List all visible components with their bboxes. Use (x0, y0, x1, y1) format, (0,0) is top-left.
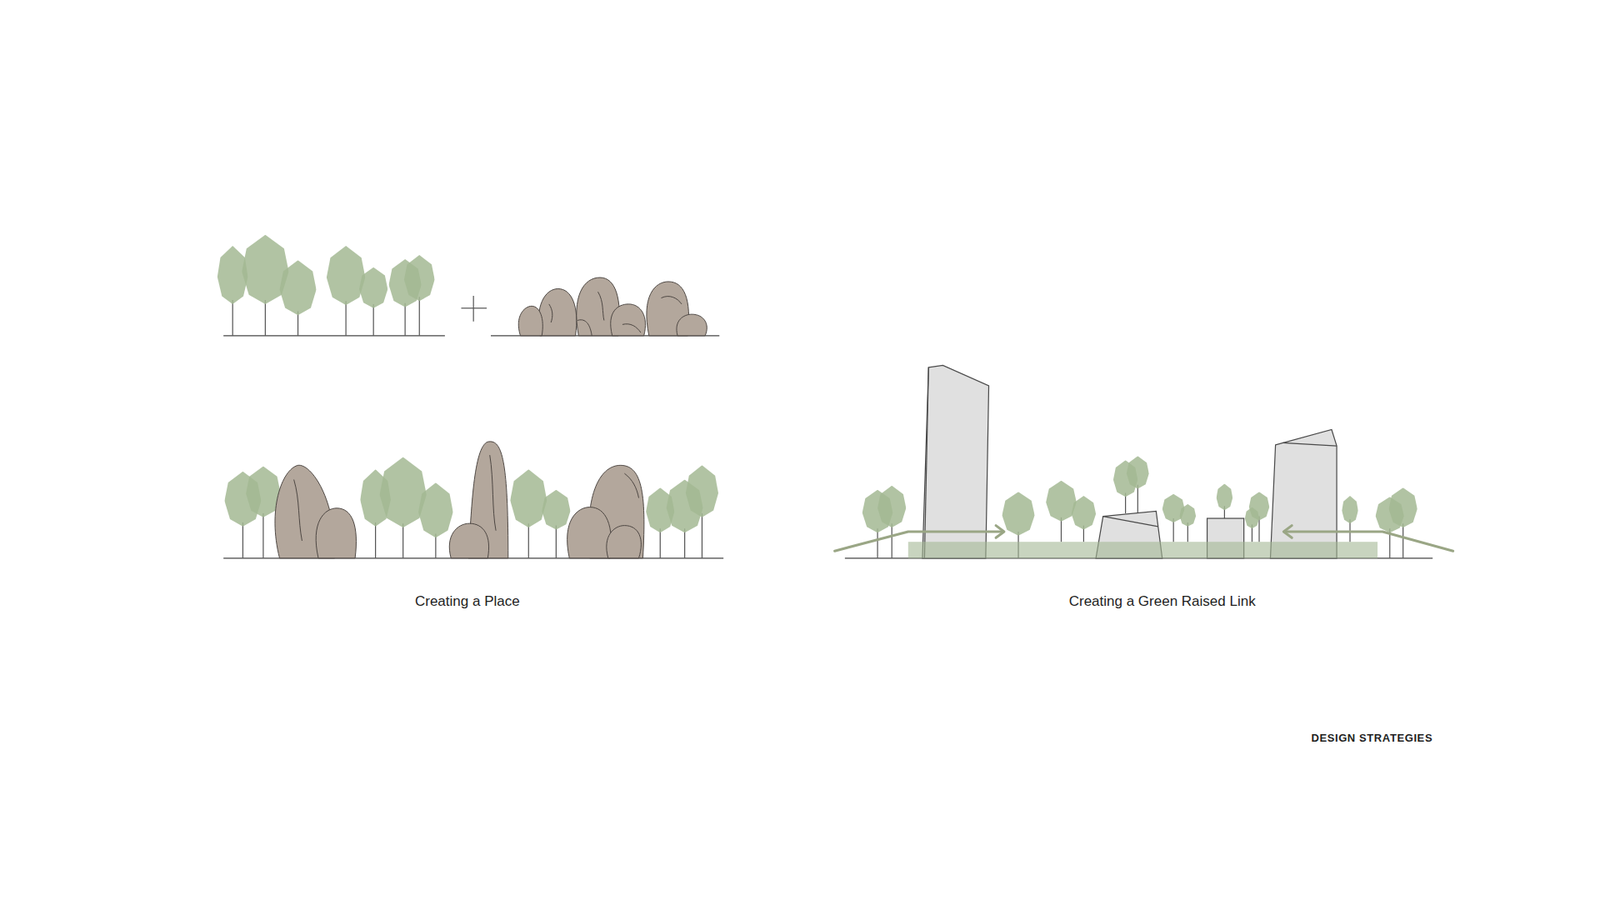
illustration-part (1270, 430, 1337, 559)
illustration-part (294, 480, 303, 541)
tree-canopy (1001, 491, 1035, 536)
illustration-part (606, 525, 642, 559)
illustration-part (924, 367, 929, 559)
illustration-part (995, 525, 1005, 539)
illustration-part (922, 365, 990, 558)
illustration-part (891, 523, 893, 559)
illustration-part (567, 507, 612, 559)
tree-canopy (877, 485, 906, 528)
illustration-part (835, 531, 1004, 551)
illustration-part (1283, 525, 1292, 539)
place-composition (223, 441, 724, 559)
tree-canopy (1216, 483, 1234, 510)
tree-canopy (404, 255, 435, 301)
illustration-part (373, 304, 375, 336)
illustration-part (1103, 516, 1159, 527)
illustration-part (223, 335, 445, 336)
illustration-part (518, 305, 543, 336)
illustration-part (660, 528, 661, 559)
illustration-part (265, 300, 266, 336)
illustration-part (1285, 531, 1454, 551)
illustration-part (419, 296, 420, 336)
illustration-part (315, 508, 356, 559)
tree-canopy (418, 482, 454, 538)
tree-canopy (280, 260, 317, 315)
tree-row (217, 235, 445, 336)
tree-canopy (1389, 487, 1418, 528)
illustration-part (1137, 485, 1139, 514)
illustration-part (922, 365, 1337, 558)
illustration-part (577, 320, 592, 336)
illustration-part (1402, 523, 1404, 559)
tree-canopy (1249, 491, 1270, 520)
illustration-part (701, 513, 703, 559)
illustration-part (275, 441, 645, 559)
illustration-part (528, 523, 530, 559)
illustration-part (610, 304, 646, 336)
illustration-part (473, 295, 475, 322)
illustration-part (876, 528, 878, 559)
tree-canopy (1126, 455, 1150, 489)
illustration-part (405, 303, 406, 336)
tree-canopy (1071, 495, 1096, 530)
illustration-part (402, 523, 404, 559)
illustration-part (598, 291, 605, 320)
tree-canopy (359, 267, 388, 309)
illustration-part (684, 528, 685, 559)
illustration-part (242, 522, 244, 559)
figure-caption: Creating a Place (415, 593, 520, 610)
illustration-part (676, 314, 707, 336)
tree-canopy (541, 490, 570, 530)
illustration-part (660, 296, 681, 305)
illustration-part (835, 525, 1454, 552)
illustration-part (262, 513, 264, 559)
tree-canopy (1180, 504, 1197, 527)
illustration-part (555, 525, 557, 559)
illustration-part (624, 473, 639, 498)
tree-canopy (510, 469, 547, 528)
section-label: DESIGN STRATEGIES (1310, 731, 1433, 745)
tree-canopy (685, 465, 719, 517)
tree-canopy (326, 245, 366, 305)
tree-canopy (380, 457, 427, 528)
illustration-part (232, 300, 234, 336)
illustration-part (345, 300, 346, 336)
illustration-part (908, 541, 1378, 559)
raised-link-section (835, 365, 1454, 558)
illustration-part (490, 455, 496, 531)
plus-sign (460, 295, 487, 322)
illustration-part (549, 304, 553, 323)
illustration-part (538, 289, 577, 336)
illustration-part (449, 523, 489, 559)
illustration-part (375, 522, 376, 559)
figure-caption: Creating a Green Raised Link (1069, 593, 1256, 610)
tree-canopy (1341, 495, 1359, 524)
illustration-part (1282, 442, 1337, 446)
rock-group (490, 277, 720, 336)
illustration-part (622, 324, 641, 333)
